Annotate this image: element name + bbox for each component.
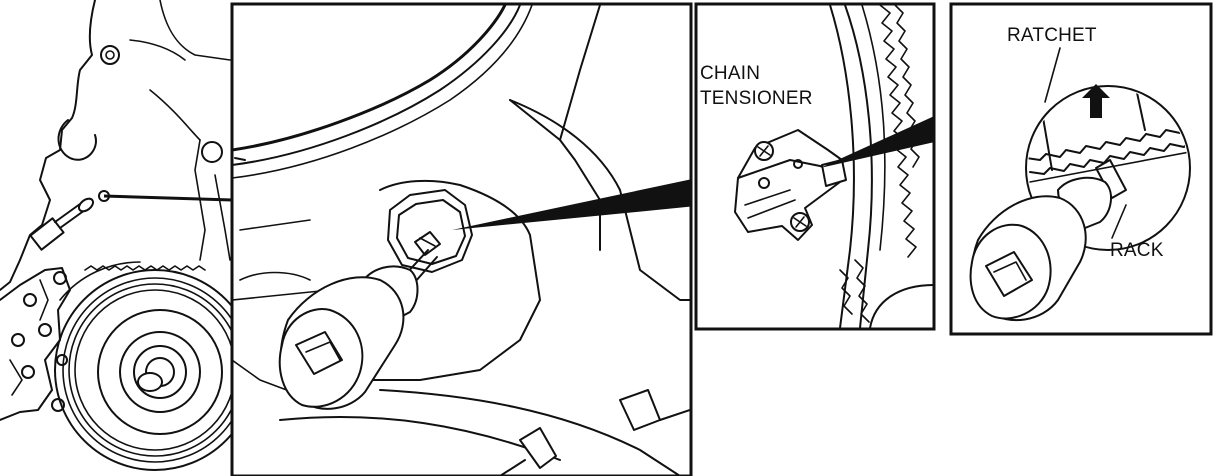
engine-overview — [0, 0, 256, 471]
detail-chain-tensioner — [694, 2, 936, 331]
detail-tool-engine — [230, 2, 693, 476]
chain-tensioner-label-line1: CHAIN — [700, 63, 761, 84]
ratchet-label: RATCHET — [1007, 25, 1097, 46]
chain-tensioner-label-line2: TENSIONER — [700, 88, 813, 109]
up-arrow-icon — [1082, 84, 1110, 118]
rack-label: RACK — [1110, 240, 1164, 261]
detail-ratchet-rack — [949, 2, 1213, 336]
